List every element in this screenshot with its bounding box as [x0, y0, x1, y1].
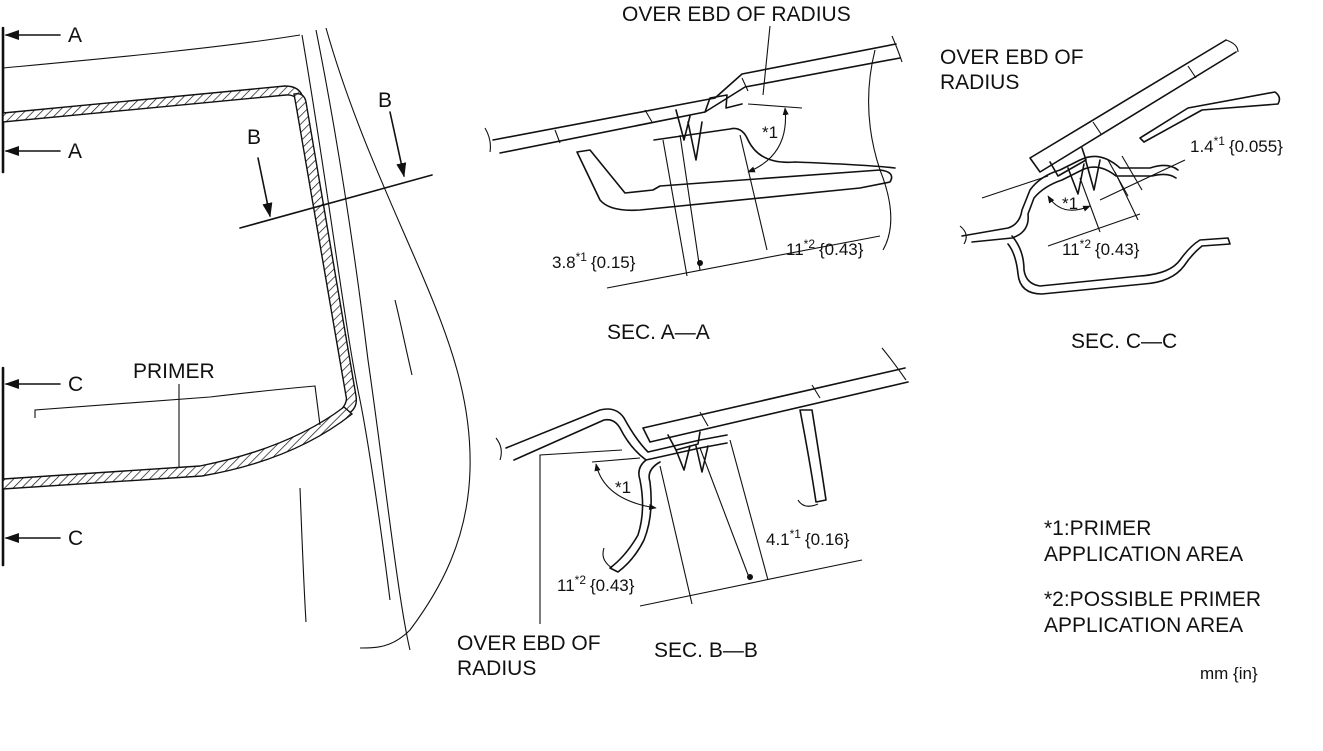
- roof-outline: [2, 34, 301, 69]
- arrow-b-right-label: B: [378, 89, 392, 112]
- section-bb-outer-panel: [505, 408, 728, 453]
- section-aa-glass: [492, 43, 901, 154]
- section-cc-dim-top: 1.4*1{0.055}: [1190, 134, 1283, 156]
- section-aa-callout: OVER EBD OF RADIUS: [622, 3, 851, 26]
- section-bb-inner-panel: [609, 459, 661, 573]
- body-lower-contour: [299, 487, 307, 623]
- section-bb-title: SEC. B—B: [654, 639, 758, 662]
- section-bb-callout-line1: OVER EBD OF: [457, 632, 601, 655]
- overview-view: A A C C B B PRIMER: [1, 24, 471, 651]
- primer-label: PRIMER: [133, 360, 215, 383]
- section-bb-callout-leader: [539, 449, 623, 624]
- section-cc-inner-panel: [1007, 235, 1231, 295]
- section-cc-angle-mark: *1: [1062, 194, 1078, 213]
- legend-note1-line2: APPLICATION AREA: [1044, 543, 1243, 566]
- section-aa-dim-left: 3.8*1{0.15}: [552, 250, 636, 272]
- arrow-a-bottom-label: A: [68, 140, 82, 163]
- legend: *1:PRIMER APPLICATION AREA *2:POSSIBLE P…: [1044, 517, 1261, 683]
- section-bb-callout-line2: RADIUS: [457, 657, 536, 680]
- section-cc-dim-line-top: [1099, 159, 1186, 201]
- arrow-c-bottom-label: C: [68, 527, 83, 550]
- section-cc-title: SEC. C—C: [1071, 330, 1177, 353]
- section-cc-view: OVER EBD OF RADIUS *1 1.4*1{0.055} 11*2{…: [940, 39, 1283, 353]
- section-cc-callout-line2: RADIUS: [940, 71, 1019, 94]
- arrow-c-top-label: C: [68, 373, 83, 396]
- legend-note2-line2: APPLICATION AREA: [1044, 614, 1243, 637]
- body-side-line: [394, 299, 413, 376]
- primer-area-outline: [34, 385, 321, 426]
- section-cc-dim-line-bottom: [1047, 213, 1141, 247]
- section-bb-angle-mark: *1: [615, 478, 631, 497]
- section-aa-molding: [675, 94, 743, 161]
- section-bb-dim-line: [639, 559, 863, 607]
- section-aa-angle-arc: [747, 107, 789, 173]
- section-aa-inner-panel: [576, 149, 893, 212]
- section-aa-view: OVER EBD OF RADIUS *1 3.8*1{0.15} 11*2{0…: [484, 3, 903, 344]
- section-bb-glass: [642, 367, 909, 443]
- pillar-outline-inner: [301, 34, 391, 601]
- cut-line-b: [239, 174, 433, 229]
- arrow-b-right: [389, 111, 407, 178]
- windshield-top-edge: [2, 85, 304, 123]
- section-bb-dim-left: 11*2{0.43}: [557, 573, 635, 595]
- legend-note2-line1: *2:POSSIBLE PRIMER: [1044, 588, 1261, 611]
- section-aa-dim-right: 11*2{0.43}: [786, 237, 864, 259]
- section-cc-glass: [1029, 39, 1237, 173]
- arrow-b-left-label: B: [247, 126, 261, 149]
- windshield-right-edge: [293, 92, 358, 415]
- legend-units: mm {in}: [1200, 664, 1258, 683]
- section-bb-dim-right: 4.1*1{0.16}: [766, 527, 850, 549]
- arrow-a-top-label: A: [68, 24, 82, 47]
- arrow-b-left: [257, 157, 273, 218]
- section-aa-title: SEC. A—A: [607, 321, 710, 344]
- legend-note1-line1: *1:PRIMER: [1044, 517, 1151, 540]
- section-aa-angle-mark: *1: [762, 123, 778, 142]
- windshield-bottom-edge: [2, 406, 354, 490]
- section-cc-dim-bottom: 11*2{0.43}: [1062, 237, 1140, 259]
- section-aa-dim-line: [606, 235, 881, 289]
- section-cc-callout-line1: OVER EBD OF: [940, 46, 1084, 69]
- pillar-outline-outer: [315, 29, 411, 651]
- section-aa-callout-leader: [762, 25, 771, 96]
- section-bb-view: OVER EBD OF RADIUS *1 4.1*1{0.16} 11*2{0…: [457, 347, 909, 680]
- section-cc-upper-panel: [1139, 91, 1281, 143]
- section-cc-body-panel: [961, 155, 1179, 237]
- body-contour: [325, 27, 471, 649]
